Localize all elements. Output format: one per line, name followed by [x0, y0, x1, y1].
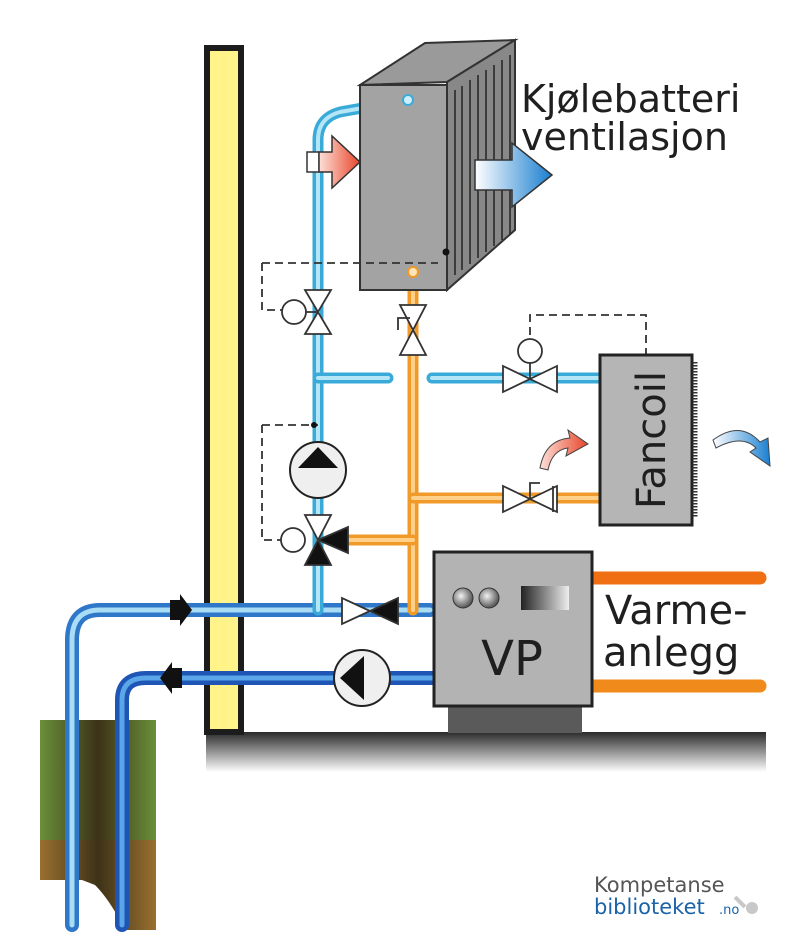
flow-arrow-in-icon	[170, 594, 192, 626]
key-icon	[733, 895, 758, 914]
motor-valve-fancoil-icon	[502, 338, 558, 394]
heating-system-label-line1: Varme-	[605, 588, 748, 634]
cold-air-out-arrow-icon	[474, 141, 554, 209]
circulation-pump-brine-icon	[333, 649, 391, 707]
fancoil-unit: Fancoil	[598, 353, 698, 527]
logo-suffix: .no	[719, 903, 739, 918]
heating-system-pipes	[585, 571, 767, 693]
heat-pump-unit: VP	[432, 550, 594, 733]
heating-system-label-line2: anlegg	[603, 630, 739, 676]
brine-supply-pipe	[65, 603, 437, 932]
brine-return-pipe	[115, 671, 439, 932]
flow-arrow-out-icon	[160, 662, 182, 694]
borehole	[40, 720, 156, 930]
balancing-valve-fancoil-icon	[502, 482, 558, 514]
control-lines	[261, 262, 647, 541]
cooling-coil-label-line1: Kjølebatteri	[521, 77, 740, 121]
cool-air-arrow-icon	[712, 430, 771, 468]
wall-fill	[210, 51, 238, 729]
cooling-coil-label-line2: ventilasjon	[521, 115, 728, 159]
balancing-valve-coil-icon	[397, 304, 428, 356]
logo-line2: biblioteket	[594, 895, 705, 919]
fancoil-label: Fancoil	[629, 371, 675, 509]
motor-valve-coil-icon	[281, 289, 333, 335]
check-valve-icon	[341, 596, 399, 626]
warm-air-arrow-icon	[539, 428, 589, 471]
floor-slab	[206, 732, 766, 772]
three-way-valve-icon	[280, 514, 349, 566]
logo-line1: Kompetanse	[594, 873, 725, 897]
kompetansebiblioteket-logo[interactable]: Kompetanse biblioteket .no	[594, 873, 758, 919]
heat-pump-label: VP	[481, 631, 543, 687]
sensor-dot	[311, 422, 317, 428]
warm-air-in-arrow-icon	[306, 134, 362, 190]
circulation-pump-cooling-icon	[289, 441, 347, 499]
